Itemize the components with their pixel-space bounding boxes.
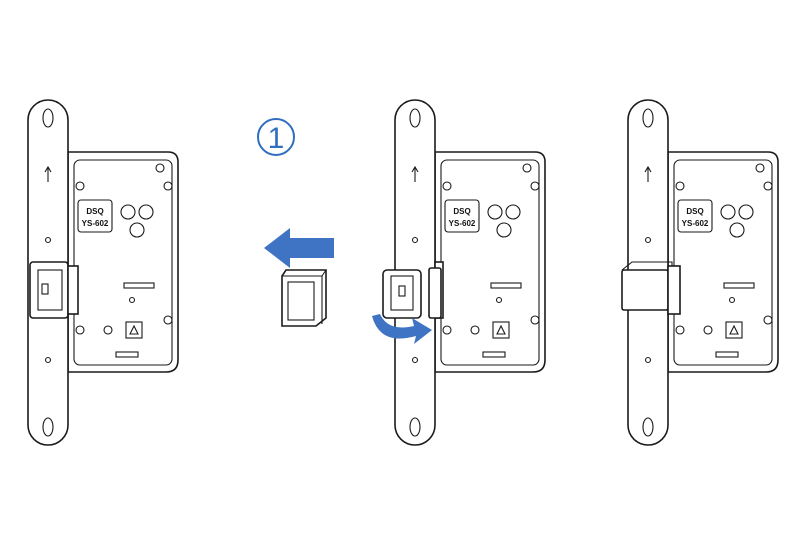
lock-label-line1: DSQ — [686, 207, 703, 216]
lock-original: DSQ YS-602 — [27, 99, 179, 446]
lock-label-line2: YS-602 — [82, 219, 109, 228]
left-arrow-icon — [264, 228, 334, 268]
latch-bolt — [382, 269, 422, 319]
rotate-arrow-icon — [372, 314, 432, 344]
latch-bolt — [621, 269, 669, 311]
lock-label-line1: DSQ — [86, 207, 103, 216]
removed-latch — [281, 269, 327, 327]
step-number: 1 — [268, 122, 285, 155]
lock-reversed-latch: DSQ YS-602 — [621, 99, 779, 446]
lock-label-line2: YS-602 — [682, 219, 709, 228]
lock-label-line2: YS-602 — [449, 219, 476, 228]
lock-rotating-latch: DSQ YS-602 — [382, 99, 546, 446]
step-indicator: 1 — [257, 118, 295, 156]
lock-label-line1: DSQ — [453, 207, 470, 216]
